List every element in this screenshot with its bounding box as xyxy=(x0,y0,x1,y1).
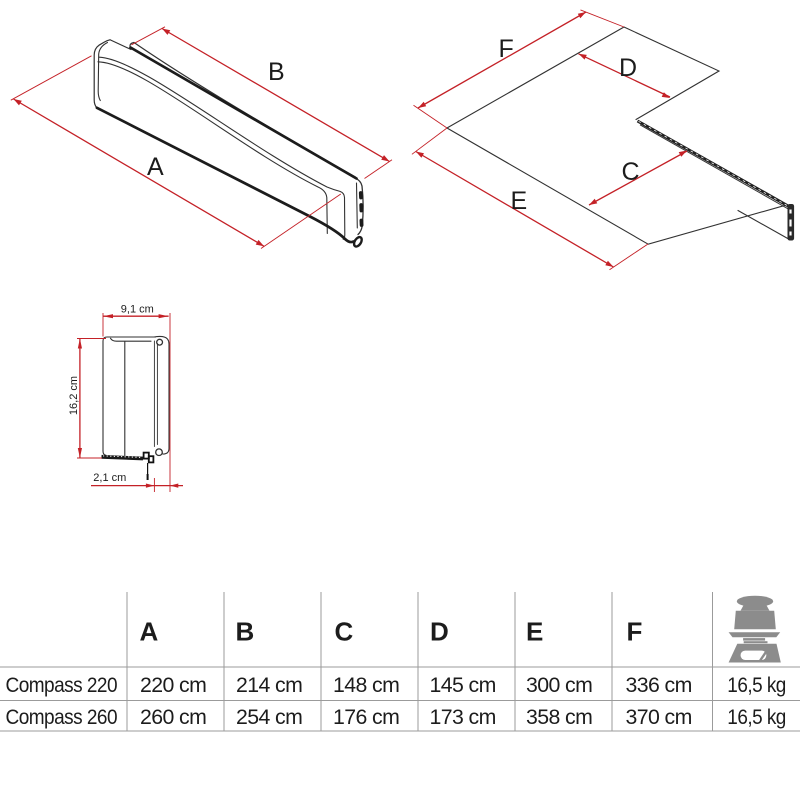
svg-text:336 cm: 336 cm xyxy=(626,673,692,697)
svg-text:9,1 cm: 9,1 cm xyxy=(121,304,154,316)
svg-text:2,1 cm: 2,1 cm xyxy=(93,472,126,484)
svg-text:E: E xyxy=(526,617,543,647)
svg-text:E: E xyxy=(511,187,528,215)
svg-text:148 cm: 148 cm xyxy=(333,673,399,697)
svg-text:D: D xyxy=(430,617,449,647)
svg-text:176 cm: 176 cm xyxy=(333,705,399,729)
svg-text:Compass 220: Compass 220 xyxy=(6,673,118,697)
svg-text:A: A xyxy=(147,153,164,181)
svg-text:370 cm: 370 cm xyxy=(626,705,692,729)
svg-text:Compass 260: Compass 260 xyxy=(6,705,118,729)
svg-text:A: A xyxy=(140,617,159,647)
svg-text:B: B xyxy=(236,617,255,647)
svg-text:C: C xyxy=(622,158,640,186)
svg-text:260 cm: 260 cm xyxy=(140,705,206,729)
svg-text:358 cm: 358 cm xyxy=(526,705,592,729)
svg-text:300 cm: 300 cm xyxy=(526,673,592,697)
svg-text:16,5 kg: 16,5 kg xyxy=(727,705,786,729)
svg-text:C: C xyxy=(335,617,354,647)
svg-text:16,2 cm: 16,2 cm xyxy=(68,376,80,415)
svg-text:254 cm: 254 cm xyxy=(236,705,302,729)
svg-text:F: F xyxy=(627,617,643,647)
svg-text:F: F xyxy=(499,35,514,63)
svg-text:16,5 kg: 16,5 kg xyxy=(727,673,786,697)
svg-text:145 cm: 145 cm xyxy=(430,673,496,697)
svg-text:D: D xyxy=(619,54,637,82)
svg-text:B: B xyxy=(268,58,285,86)
svg-text:214 cm: 214 cm xyxy=(236,673,302,697)
svg-text:173 cm: 173 cm xyxy=(430,705,496,729)
svg-text:220 cm: 220 cm xyxy=(140,673,206,697)
